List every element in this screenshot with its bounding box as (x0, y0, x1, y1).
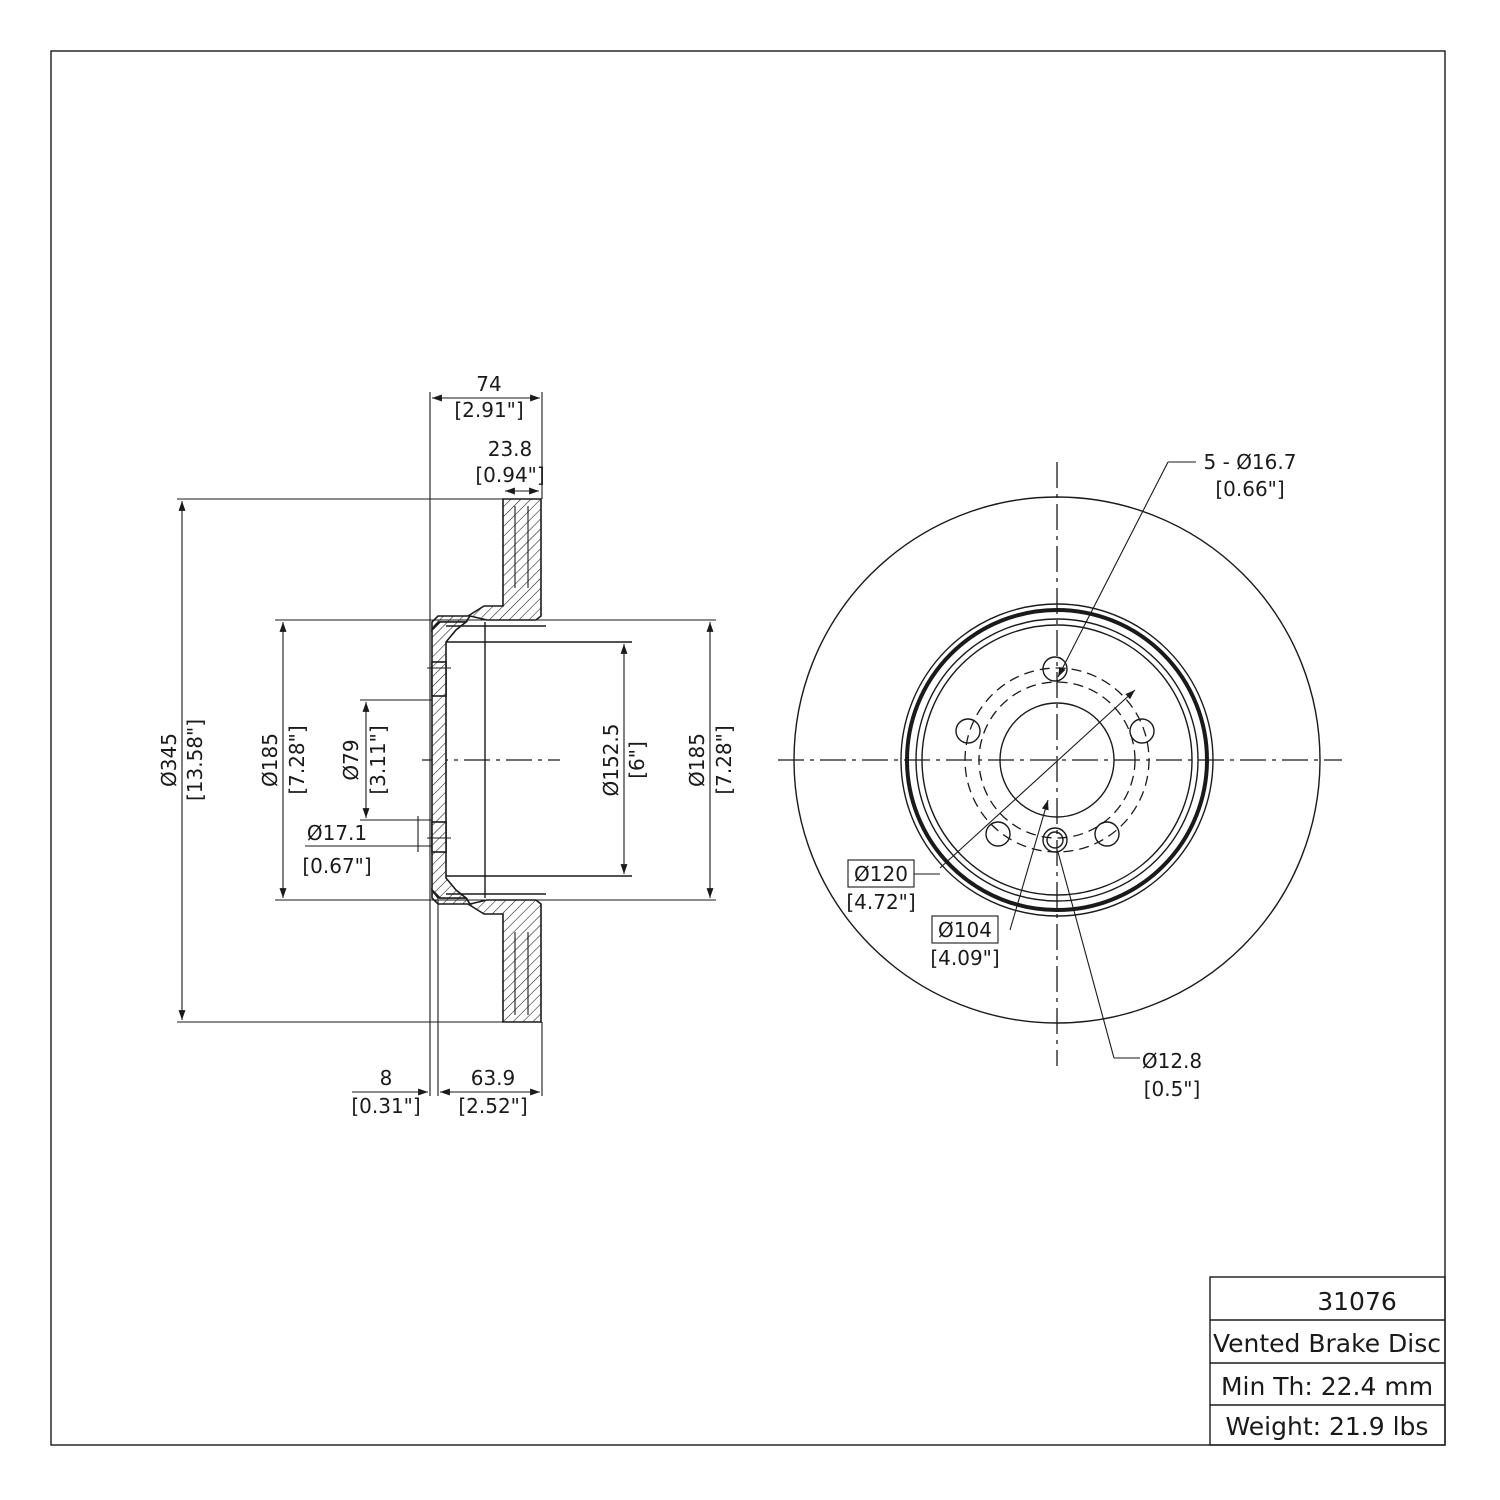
dim-152-5: Ø152.5 (599, 724, 623, 797)
bolt-hole (1129, 718, 1155, 744)
weight: Weight: 21.9 lbs (1226, 1412, 1429, 1441)
min-thickness: Min Th: 22.4 mm (1221, 1372, 1433, 1401)
dim-345: Ø345 (157, 733, 181, 787)
dim-120: Ø120 (854, 862, 908, 886)
dim-79: Ø79 (339, 739, 363, 780)
bolt-hole (985, 821, 1011, 847)
hub-pilot-circle (999, 702, 1115, 818)
sheet-border (50, 50, 1446, 1446)
dim-23-8-in: [0.94"] (475, 463, 544, 487)
side-section-view: 74 [2.91"] 23.8 [0.94"] Ø345 [13.58"] Ø1… (157, 372, 736, 1118)
dim-63-9-in: [2.52"] (458, 1094, 527, 1118)
dim-63-9: 63.9 (471, 1066, 516, 1090)
dim-152-5-in: [6"] (625, 741, 649, 779)
hat-outer-ring (905, 608, 1209, 912)
dim-8: 8 (380, 1066, 393, 1090)
front-view: 5 - Ø16.7 [0.66"] Ø120 [4.72"] Ø104 [4.0… (778, 450, 1342, 1101)
dim-74-in: [2.91"] (454, 398, 523, 422)
dim-12-8: Ø12.8 (1142, 1049, 1202, 1073)
dim-185-right: Ø185 (685, 733, 709, 787)
callout-box-104 (931, 915, 999, 944)
dim-120-in: [4.72"] (846, 890, 915, 914)
dim-17-1-in: [0.67"] (302, 854, 371, 878)
dim-bolt-holes-in: [0.66"] (1215, 477, 1284, 501)
dim-23-8: 23.8 (488, 437, 533, 461)
dim-12-8-in: [0.5"] (1144, 1077, 1201, 1101)
rotor-ring-lower (431, 887, 542, 1023)
locating-hole (1042, 827, 1068, 853)
dim-79-in: [3.11"] (366, 725, 390, 794)
title-block: 31076 Vented Brake Disc Min Th: 22.4 mm … (1209, 1276, 1446, 1446)
outer-rim (793, 496, 1321, 1024)
part-number: 31076 (1317, 1287, 1397, 1316)
dim-104: Ø104 (938, 918, 992, 942)
dim-185-left: Ø185 (258, 733, 282, 787)
bolt-hole (1094, 821, 1120, 847)
dim-185-left-in: [7.28"] (285, 725, 309, 794)
dim-bolt-holes: 5 - Ø16.7 (1204, 450, 1297, 474)
dim-8-in: [0.31"] (351, 1094, 420, 1118)
dim-185-right-in: [7.28"] (712, 725, 736, 794)
dim-104-in: [4.09"] (930, 946, 999, 970)
bolt-hole (955, 718, 981, 744)
part-description: Vented Brake Disc (1213, 1329, 1441, 1358)
dim-17-1: Ø17.1 (307, 821, 367, 845)
bolt-hole (1042, 656, 1068, 682)
rotor-ring-upper (431, 498, 542, 633)
dim-74: 74 (476, 372, 501, 396)
callout-box-120 (847, 859, 915, 888)
dim-345-in: [13.58"] (183, 719, 207, 801)
